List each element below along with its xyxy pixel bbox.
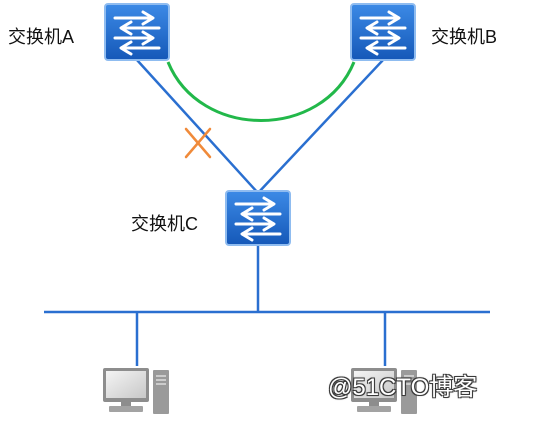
link-a-c (136, 59, 259, 194)
pc-right-icon (351, 368, 417, 414)
switch-c-label: 交换机C (131, 214, 198, 234)
watermark: @51CTO博客 (328, 374, 478, 401)
switch-a-label: 交换机A (8, 27, 75, 47)
switch-b-icon (350, 3, 416, 61)
pc-left-icon (103, 368, 169, 414)
switch-c-icon (225, 190, 291, 246)
switch-a-icon (104, 3, 170, 61)
switch-b-label: 交换机B (431, 27, 498, 47)
active-path-a-b (166, 61, 356, 122)
blocked-x-icon (184, 127, 212, 159)
link-b-c (257, 59, 384, 194)
